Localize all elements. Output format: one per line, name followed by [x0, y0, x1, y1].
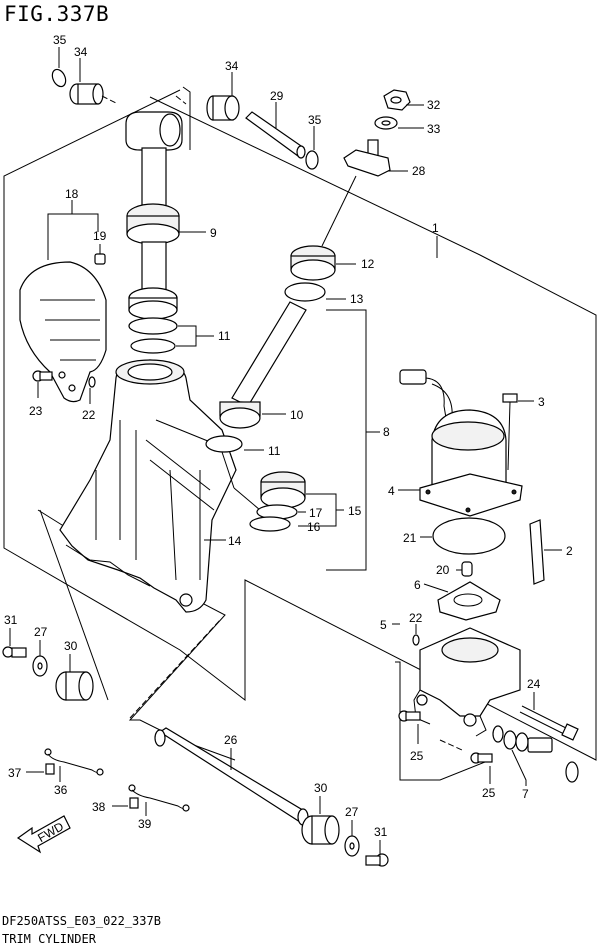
callout-27-a: 27	[34, 625, 48, 639]
part-18-cover	[19, 261, 107, 403]
callout-34-a: 34	[74, 45, 88, 59]
callout-20: 20	[436, 563, 450, 577]
part-31-bolt-left	[2, 646, 27, 658]
part-32-nut	[383, 89, 411, 111]
figure-title: FIG.337B	[4, 2, 110, 26]
part-27-washer-right	[344, 835, 360, 857]
part-25-screw-right	[470, 752, 493, 764]
callout-23: 23	[29, 404, 43, 418]
part-19-clip	[94, 253, 106, 265]
callout-22-b: 22	[409, 611, 423, 625]
part-14-cylinder-body	[59, 359, 237, 613]
callout-11-a: 11	[218, 329, 231, 343]
callout-25-b: 25	[482, 786, 496, 800]
model-code: DF250ATSS_E03_022_337B	[2, 914, 161, 928]
callout-19: 19	[93, 229, 107, 243]
callout-35-b: 35	[308, 113, 322, 127]
leader-lower-dashed	[39, 509, 109, 701]
part-22-washer	[88, 376, 96, 388]
part-29-pin	[245, 111, 306, 159]
part-7-valve	[492, 725, 579, 783]
callout-25-a: 25	[410, 749, 424, 763]
callout-4: 4	[388, 484, 395, 498]
part-21-o-ring	[432, 517, 506, 555]
part-16-o-ring	[249, 516, 291, 532]
callout-2: 2	[566, 544, 573, 558]
part-20-filter	[461, 561, 473, 577]
part-3-screw	[502, 393, 518, 471]
part-23-bolt	[32, 370, 53, 382]
part-11-o-ring-lower	[205, 435, 243, 453]
part-24-bolt	[519, 705, 579, 741]
sub-outline-5	[395, 661, 491, 781]
part-5-pump-body	[413, 627, 521, 737]
part-37-screw	[45, 763, 55, 775]
assembly-outline	[3, 89, 597, 761]
callout-28: 28	[412, 164, 426, 178]
callout-7: 7	[522, 787, 529, 801]
part-11-o-rings	[128, 317, 178, 354]
part-9-piston-rod	[125, 111, 183, 320]
callout-13: 13	[350, 292, 364, 306]
part-36-ground-wire	[44, 748, 104, 776]
callout-38: 38	[92, 800, 106, 814]
part-4-trim-motor	[399, 369, 523, 517]
callout-12: 12	[361, 257, 375, 271]
part-13-o-ring	[284, 282, 326, 302]
callout-14: 14	[228, 534, 242, 548]
part-30-bushing-right	[301, 815, 340, 845]
part-22-washer-right	[412, 634, 420, 646]
callout-16: 16	[307, 520, 321, 534]
callout-17: 17	[309, 506, 323, 520]
callout-37: 37	[8, 766, 22, 780]
callout-21: 21	[403, 531, 417, 545]
part-10-tilt-tube	[219, 301, 307, 429]
callout-3: 3	[538, 395, 545, 409]
callout-34-b: 34	[225, 59, 239, 73]
callout-8: 8	[383, 425, 390, 439]
callout-35-a: 35	[53, 33, 67, 47]
part-25-screw-left	[398, 710, 421, 722]
callout-30-b: 30	[314, 781, 328, 795]
callout-10: 10	[290, 408, 304, 422]
callout-1: 1	[432, 221, 439, 235]
callout-31-b: 31	[374, 825, 388, 839]
fwd-arrow-icon: FWD	[16, 815, 71, 854]
callout-33: 33	[427, 122, 441, 136]
part-2-bracket	[529, 519, 545, 585]
part-15-piston	[260, 471, 306, 509]
part-26-shaft	[154, 727, 309, 826]
part-group-name: TRIM CYLINDER	[2, 932, 96, 946]
callout-6: 6	[414, 578, 421, 592]
callout-39: 39	[138, 817, 152, 831]
callout-24: 24	[527, 677, 541, 691]
callout-22-a: 22	[82, 408, 96, 422]
part-35-circlip	[51, 68, 67, 88]
part-35-circlip-right	[305, 150, 319, 170]
part-34-bushing	[69, 83, 104, 105]
callout-5: 5	[380, 618, 387, 632]
part-39-ground-wire	[128, 784, 190, 812]
part-27-washer-left	[32, 655, 48, 677]
callout-30-a: 30	[64, 639, 78, 653]
callout-36: 36	[54, 783, 68, 797]
callout-32: 32	[427, 98, 441, 112]
callout-11-b: 11	[268, 444, 281, 458]
part-38-screw	[129, 797, 139, 809]
part-6-gear	[437, 581, 501, 621]
part-28-bolt	[343, 139, 391, 177]
callout-27-b: 27	[345, 805, 359, 819]
callout-31-a: 31	[4, 613, 18, 627]
part-12-cap	[290, 245, 336, 281]
callout-29: 29	[270, 89, 284, 103]
part-34-bushing-right	[206, 95, 240, 121]
callout-9: 9	[210, 226, 217, 240]
part-31-bolt-right	[365, 853, 389, 867]
callout-26: 26	[224, 733, 238, 747]
callout-15: 15	[348, 504, 362, 518]
part-30-bushing-left	[55, 671, 94, 701]
part-33-washer	[374, 116, 398, 130]
callout-18: 18	[65, 187, 79, 201]
